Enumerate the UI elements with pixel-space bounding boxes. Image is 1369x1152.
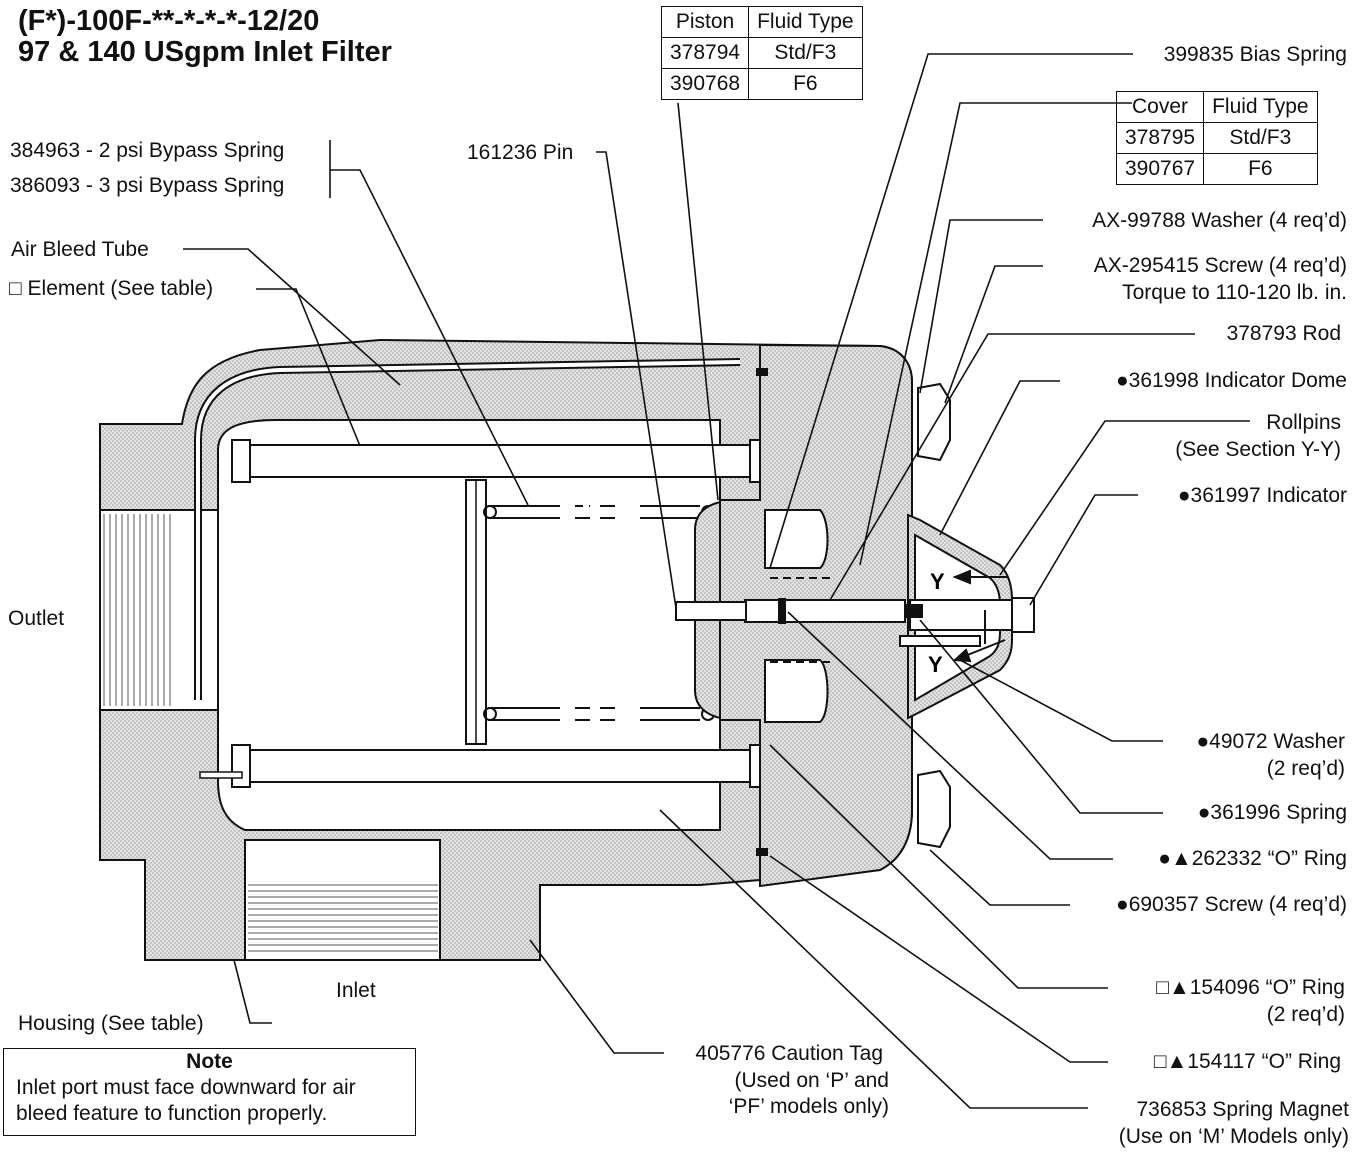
label-screw-690357: ●690357 Screw (4 req’d) <box>1116 893 1347 916</box>
inlet-port <box>244 839 441 961</box>
label-oring-154096: □▲154096 “O” Ring <box>1156 976 1345 999</box>
label-washer-99788: AX-99788 Washer (4 req’d) <box>1092 209 1347 232</box>
label-oring-154096-sub: (2 req’d) <box>1266 1003 1345 1026</box>
label-spring-magnet-2: (Use on ‘M’ Models only) <box>1118 1125 1349 1148</box>
note-line-2: bleed feature to function properly. <box>16 1102 328 1125</box>
piston-header-1: Piston <box>660 6 750 38</box>
label-rollpins: Rollpins <box>1266 411 1341 434</box>
label-pin: 161236 Pin <box>467 141 574 164</box>
diagram-title: (F*)-100F-**-*-*-*-12/20 97 & 140 USgpm … <box>18 6 392 68</box>
cover-cell: Std/F3 <box>1203 122 1318 154</box>
leader-lines <box>183 53 1250 1109</box>
element-upper <box>231 444 773 478</box>
label-outlet: Outlet <box>8 607 65 630</box>
label-caution-tag-3: ‘PF’ models only) <box>728 1095 889 1118</box>
cover-cell: 378795 <box>1115 122 1205 154</box>
label-caution-tag-1: 405776 Caution Tag <box>695 1042 883 1065</box>
rod <box>744 599 906 623</box>
piston-cell: 390768 <box>660 68 750 100</box>
label-screw-295415: AX-295415 Screw (4 req’d) <box>1093 254 1347 277</box>
label-inlet: Inlet <box>336 979 376 1002</box>
title-line-1: (F*)-100F-**-*-*-*-12/20 <box>18 5 320 37</box>
label-washer-49072: ●49072 Washer <box>1196 730 1346 753</box>
label-caution-tag-2: (Used on ‘P’ and <box>734 1069 889 1092</box>
piston-cell: F6 <box>748 68 863 100</box>
label-indicator: ●361997 Indicator <box>1177 484 1347 507</box>
label-housing: Housing (See table) <box>18 1012 204 1035</box>
cover-screws <box>917 382 951 849</box>
label-spring-magnet-1: 736853 Spring Magnet <box>1136 1098 1350 1121</box>
label-washer-49072-sub: (2 req’d) <box>1266 757 1345 780</box>
note-heading: Note <box>186 1050 233 1073</box>
bypass-spring <box>483 505 715 721</box>
label-bypass-3psi: 386093 - 3 psi Bypass Spring <box>10 174 285 197</box>
note-box: Note Inlet port must face downward for a… <box>3 1048 416 1136</box>
piston-cell: 378794 <box>660 37 750 69</box>
piston-cell: Std/F3 <box>748 37 863 69</box>
label-bias-spring: 399835 Bias Spring <box>1163 43 1347 66</box>
label-oring-262332: ●▲262332 “O” Ring <box>1158 847 1347 870</box>
pin <box>675 601 747 621</box>
label-torque: Torque to 110-120 lb. in. <box>1122 281 1347 304</box>
label-rollpins-sub: (See Section Y-Y) <box>1175 438 1341 461</box>
piston-header-2: Fluid Type <box>748 6 863 38</box>
label-oring-154117: □▲154117 “O” Ring <box>1153 1050 1341 1073</box>
label-rod: 378793 Rod <box>1226 322 1341 345</box>
label-spring-361996: ●361996 Spring <box>1197 801 1347 824</box>
title-line-2: 97 & 140 USgpm Inlet Filter <box>18 36 392 68</box>
section-y-lower: Y <box>928 652 943 677</box>
note-line-1: Inlet port must face downward for air <box>16 1076 356 1099</box>
label-indicator-dome: ●361998 Indicator Dome <box>1116 369 1347 392</box>
cover-cell: F6 <box>1203 153 1318 185</box>
label-air-bleed-tube: Air Bleed Tube <box>11 238 149 261</box>
label-element: □ Element (See table) <box>9 277 214 300</box>
cover-header-1: Cover <box>1115 91 1205 123</box>
element-lower <box>231 749 773 783</box>
cover-table: Cover Fluid Type 378795 Std/F3 390767 F6 <box>1115 91 1318 185</box>
section-y-upper: Y <box>930 569 945 594</box>
cover-header-2: Fluid Type <box>1203 91 1318 123</box>
piston-table: Piston Fluid Type 378794 Std/F3 390768 F… <box>660 6 863 100</box>
cover-cell: 390767 <box>1115 153 1205 185</box>
label-bypass-2psi: 384963 - 2 psi Bypass Spring <box>10 139 285 162</box>
